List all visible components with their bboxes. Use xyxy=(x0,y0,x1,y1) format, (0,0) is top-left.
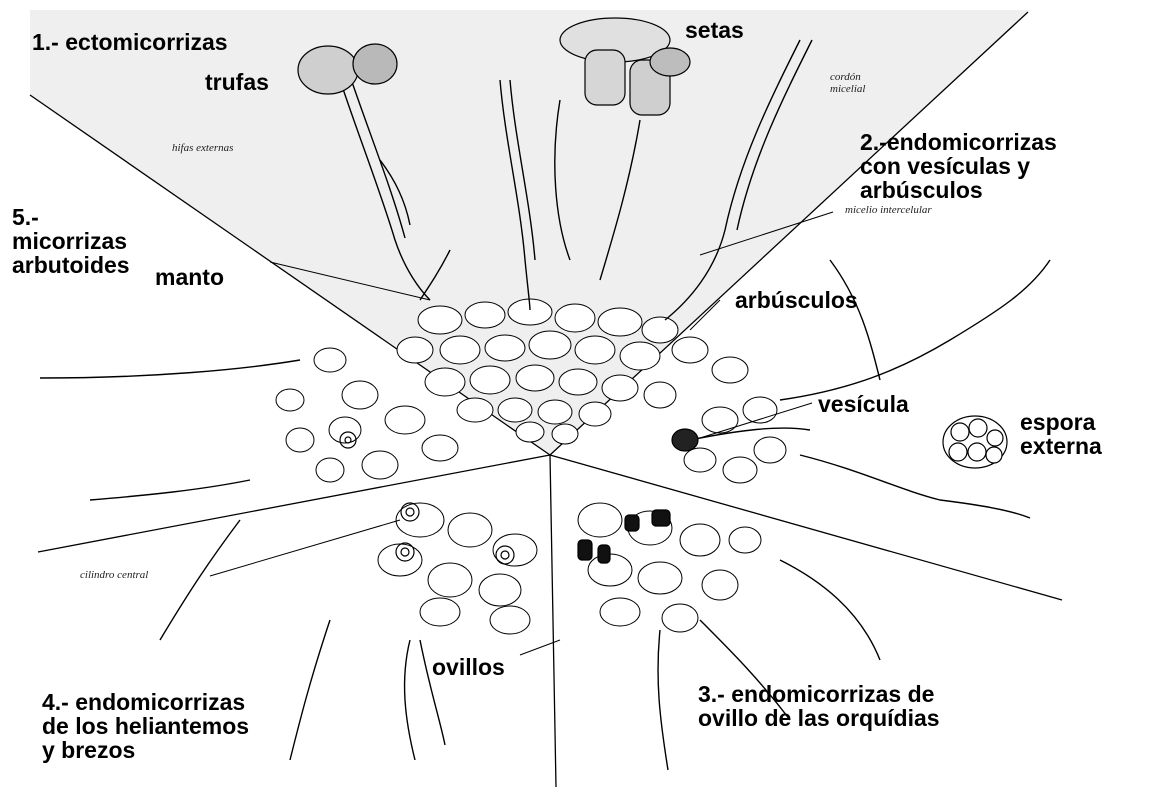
external-spore xyxy=(943,416,1007,468)
mushroom-stem-1 xyxy=(585,50,625,105)
label-ovillos: ovillos xyxy=(432,655,505,679)
truffle-1 xyxy=(298,46,358,94)
label-ectomicorrizas: 1.- ectomicorrizas xyxy=(32,30,228,54)
label-vesicula: vesícula xyxy=(818,392,909,416)
label-endo-orquidias: 3.- endomicorrizas de ovillo de las orqu… xyxy=(698,682,940,730)
label-cordon-micelial: cordón micelial xyxy=(830,72,865,95)
label-espora-externa: espora externa xyxy=(1020,410,1102,458)
label-endo-vesiculas: 2.-endomicorrizas con vesículas y arbúsc… xyxy=(860,130,1057,202)
label-manto: manto xyxy=(155,265,224,289)
label-cilindro-central: cilindro central xyxy=(80,570,148,582)
label-micorrizas-arbutoides: 5.- micorrizas arbutoides xyxy=(12,205,130,277)
vesicle xyxy=(672,429,698,451)
label-endo-heliantemos: 4.- endomicorrizas de los heliantemos y … xyxy=(42,690,249,762)
label-trufas: trufas xyxy=(205,70,269,94)
label-arbusculos: arbúsculos xyxy=(735,288,858,312)
label-micelio-intercelular: micelio intercelular xyxy=(845,205,932,217)
truffle-2 xyxy=(353,44,397,84)
root-cells xyxy=(276,299,786,634)
label-hifas-externas: hifas externas xyxy=(172,143,233,155)
label-setas: setas xyxy=(685,18,744,42)
